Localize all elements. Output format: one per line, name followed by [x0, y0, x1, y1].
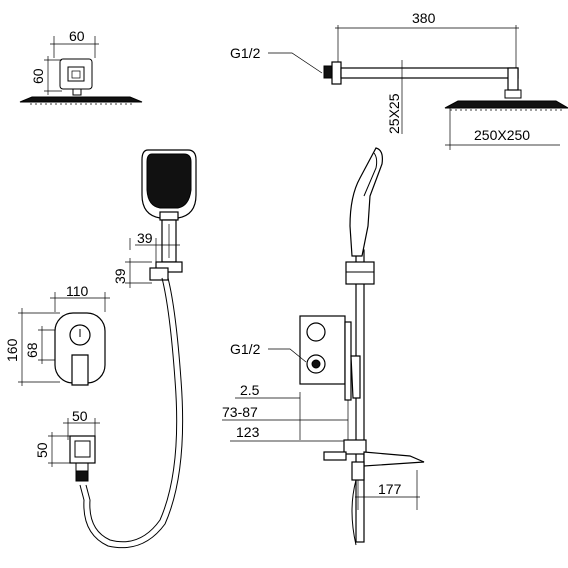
dim-110: 110	[66, 283, 89, 299]
dim-177: 177	[378, 481, 402, 497]
shower-arm-side-view: 380 G1/2 25X25 250X250	[230, 10, 568, 150]
dim-250x250: 250X250	[474, 127, 530, 143]
dim-73-87: 73-87	[222, 404, 258, 420]
shower-head-top-view: 60 60	[19, 28, 143, 105]
hand-shower: 39 39	[79, 149, 197, 549]
dim-50-height: 50	[34, 442, 50, 458]
dim-60-width: 60	[69, 28, 85, 44]
dim-39-height: 39	[112, 268, 128, 284]
dim-39-width: 39	[137, 230, 153, 246]
wall-elbow: 50 50	[34, 408, 100, 482]
dim-123: 123	[236, 424, 260, 440]
dim-2-5: 2.5	[240, 382, 260, 398]
dim-160: 160	[4, 338, 20, 362]
thread-label-valve: G1/2	[230, 341, 261, 357]
dim-50-width: 50	[72, 408, 88, 424]
dim-60-height: 60	[30, 68, 46, 84]
dim-25x25: 25X25	[386, 93, 402, 134]
valve-and-column-side-view: G1/2 2.5 73-87 123 177	[222, 147, 425, 546]
mixer-plate-front: 110 160 68	[4, 283, 110, 386]
dim-68: 68	[24, 342, 40, 358]
dim-380: 380	[412, 10, 436, 26]
thread-label-top: G1/2	[230, 45, 261, 61]
